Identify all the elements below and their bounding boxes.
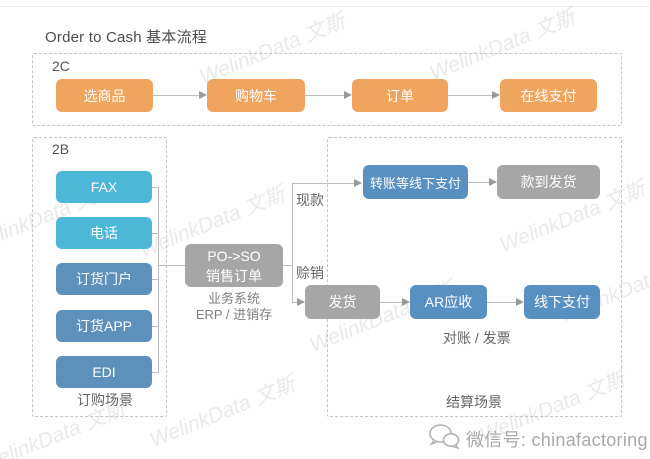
wechat-id-label: 微信号: chinafactoring [466, 429, 648, 450]
group-settlement [327, 137, 622, 417]
erp-caption-line1: 业务系统 [207, 291, 260, 306]
node-offline-transfer: 转账等线下支付 [363, 165, 468, 199]
node-ship: 发货 [305, 285, 380, 319]
connector-line [153, 95, 199, 96]
watermark-text: WelinkData 文斯 [146, 372, 299, 453]
arrow-right-icon [492, 91, 500, 99]
credit-branch-label: 赊销 [296, 265, 324, 281]
arrow-right-icon [354, 179, 362, 187]
node-po-so: PO->SO 销售订单 [185, 244, 283, 287]
connector-line [158, 265, 185, 266]
node-order-portal: 订货门户 [56, 263, 152, 295]
connector-line [152, 187, 158, 188]
connector-line [152, 279, 158, 280]
arrow-right-icon [402, 298, 410, 306]
node-edi: EDI [56, 356, 152, 388]
connector-line [152, 233, 158, 234]
erp-caption-line2: ERP / 进销存 [195, 307, 273, 322]
node-ship-after-payment: 款到发货 [497, 165, 600, 199]
connector-line [283, 265, 292, 266]
node-phone: 电话 [56, 217, 152, 249]
node-cart: 购物车 [207, 79, 305, 112]
node-online-pay: 在线支付 [500, 79, 597, 112]
connector-line [292, 302, 298, 303]
connector-line [305, 95, 344, 96]
connector-line [380, 302, 402, 303]
connector-line [292, 183, 354, 184]
node-ar: AR应收 [410, 285, 487, 319]
cash-branch-label: 现款 [296, 192, 324, 208]
footer: 微信号: chinafactoring [428, 423, 648, 454]
group-settlement-caption: 结算场景 [446, 394, 502, 410]
arrow-right-icon [516, 298, 524, 306]
erp-caption: 业务系统 ERP / 进销存 [185, 291, 283, 323]
reconciliation-label: 对账 / 发票 [443, 330, 511, 346]
group-2b-label: 2B [52, 141, 70, 157]
node-select-product: 选商品 [56, 79, 153, 112]
po-so-line1: PO->SO [207, 247, 261, 264]
group-2b [32, 137, 167, 417]
wechat-icon [428, 423, 460, 454]
arrow-right-icon [297, 298, 305, 306]
connector-line [487, 302, 516, 303]
connector-line [152, 372, 158, 373]
page-title: Order to Cash 基本流程 [45, 29, 207, 46]
connector-line [292, 183, 293, 302]
node-fax: FAX [56, 171, 152, 203]
node-order: 订单 [352, 79, 448, 112]
connector-line [468, 182, 489, 183]
group-2c [32, 53, 622, 126]
connector-line [158, 187, 159, 373]
node-order-app: 订货APP [56, 310, 152, 342]
top-divider [0, 6, 650, 7]
po-so-line2: 销售订单 [206, 267, 262, 284]
connector-line [448, 95, 492, 96]
group-2b-caption: 订购场景 [77, 392, 133, 408]
connector-line [152, 326, 158, 327]
arrow-right-icon [489, 178, 497, 186]
group-2c-label: 2C [52, 58, 70, 74]
arrow-right-icon [344, 91, 352, 99]
node-offline-pay: 线下支付 [524, 285, 600, 319]
arrow-right-icon [199, 91, 207, 99]
